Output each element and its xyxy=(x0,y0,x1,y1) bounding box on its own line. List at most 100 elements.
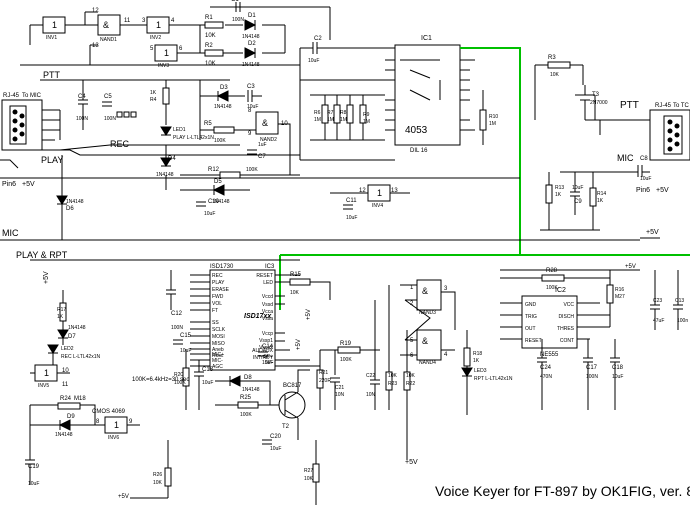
inv5-gate: 1 INV5 10 11 xyxy=(34,364,69,389)
svg-text:1N4148: 1N4148 xyxy=(212,199,230,205)
svg-text:R8: R8 xyxy=(340,110,347,116)
svg-text:NAND2: NAND2 xyxy=(260,137,277,143)
svg-text:C8: C8 xyxy=(640,156,648,162)
c11-capacitor: C11 10uF xyxy=(343,198,357,221)
nand3-gate: & NAND3 1 2 3 xyxy=(410,279,448,316)
svg-text:+5V: +5V xyxy=(625,264,636,270)
pin-label: LED xyxy=(263,280,273,286)
svg-text:D7: D7 xyxy=(68,334,76,340)
t2-transistor: BC817 T2 xyxy=(278,383,306,430)
svg-text:M27: M27 xyxy=(615,294,625,300)
svg-text:+5V: +5V xyxy=(22,181,35,188)
svg-text:&: & xyxy=(103,20,109,30)
d4-diode: D4 1N4148 xyxy=(156,156,176,178)
svg-text:LED1: LED1 xyxy=(173,127,186,133)
svg-text:220R: 220R xyxy=(319,378,331,384)
svg-text:10K: 10K xyxy=(388,373,398,379)
svg-text:1: 1 xyxy=(44,368,49,378)
svg-text:C15: C15 xyxy=(180,333,192,339)
svg-text:R7: R7 xyxy=(327,110,334,116)
d8-diode: D8 1N4148 xyxy=(228,375,260,393)
svg-text:To TC: To TC xyxy=(673,103,690,109)
svg-text:1N4148: 1N4148 xyxy=(242,387,260,393)
svg-text:13: 13 xyxy=(391,188,398,194)
r25-resistor: R25 100K xyxy=(237,395,259,418)
pin-label: Aneb xyxy=(212,347,224,353)
svg-text:M18: M18 xyxy=(74,396,86,402)
svg-text:C11: C11 xyxy=(346,198,357,204)
r22-resistor: 10K R22 xyxy=(403,371,416,391)
pin-label: VOL xyxy=(212,301,222,307)
svg-text:R18: R18 xyxy=(473,351,482,357)
pin-label: REC xyxy=(212,273,223,279)
svg-text:1K: 1K xyxy=(150,90,157,96)
svg-text:4053: 4053 xyxy=(405,125,428,136)
inv4-gate: 1 INV4 12 13 xyxy=(359,184,398,209)
svg-text:R1: R1 xyxy=(205,15,213,21)
svg-text:LED3: LED3 xyxy=(474,368,487,374)
svg-text:C23: C23 xyxy=(653,298,662,304)
r19-resistor: R19 100K xyxy=(337,341,361,363)
svg-text:12: 12 xyxy=(359,188,366,194)
svg-text:1M: 1M xyxy=(489,121,496,127)
svg-text:1: 1 xyxy=(52,20,57,30)
pin-label: Vcca xyxy=(262,309,273,315)
c16-capacitor: C16 10uF xyxy=(194,367,214,386)
svg-text:3: 3 xyxy=(142,18,146,24)
svg-text:INV4: INV4 xyxy=(372,203,383,209)
pin-label: Vssa xyxy=(262,316,273,322)
svg-text:R17: R17 xyxy=(57,307,66,313)
inv2-gate: 1 INV2 3 4 xyxy=(142,16,175,41)
c3-capacitor: C3 10uF xyxy=(247,84,262,110)
nand4-gate: & NAND4 5 6 4 xyxy=(410,329,448,366)
schematic-title: Voice Keyer for FT-897 by OK1FIG, ver. 8 xyxy=(435,483,690,499)
svg-text:1: 1 xyxy=(114,420,119,430)
svg-text:INV5: INV5 xyxy=(38,383,49,389)
pin-label: Vssp2 xyxy=(259,345,273,351)
svg-text:10K: 10K xyxy=(550,72,560,78)
inv6-gate: 1 INV6 8 9 CMOS 4069 xyxy=(92,409,133,441)
svg-text:IC1: IC1 xyxy=(421,35,432,42)
rj45-tc-connector: RJ-45 To TC Pin6 +5V xyxy=(636,103,690,194)
svg-text:1M: 1M xyxy=(363,119,370,125)
svg-text:ISD1730: ISD1730 xyxy=(210,264,234,270)
svg-text:INV6: INV6 xyxy=(108,435,119,441)
svg-text:1: 1 xyxy=(156,20,161,30)
d3-diode: D3 1N4148 xyxy=(214,85,232,110)
c14-capacitor: C14 10uF xyxy=(258,344,274,366)
svg-text:100N: 100N xyxy=(104,116,116,122)
svg-text:C18: C18 xyxy=(612,365,624,371)
svg-text:100N: 100N xyxy=(76,116,88,122)
svg-text:10uF: 10uF xyxy=(572,185,583,191)
pin-label: PLAY xyxy=(212,280,225,286)
r4-resistor: 1K R4 xyxy=(150,87,170,105)
svg-text:DIL 16: DIL 16 xyxy=(410,148,428,154)
svg-text:100N: 100N xyxy=(586,374,598,380)
c18-capacitor: C18 10uF xyxy=(610,339,624,410)
svg-text:10K: 10K xyxy=(304,476,314,482)
c8-capacitor: C8 10uF xyxy=(637,156,651,182)
svg-text:C14: C14 xyxy=(262,344,274,350)
svg-text:10uF: 10uF xyxy=(28,481,39,487)
d6-diode: 1N4148 D6 xyxy=(56,195,84,212)
pin-label: GND xyxy=(525,302,537,308)
r18-resistor: R18 1K xyxy=(463,347,482,367)
d9-diode: D9 1N4148 xyxy=(55,414,75,438)
svg-text:C13: C13 xyxy=(675,298,684,304)
r26-resistor: R26 10K xyxy=(153,467,172,487)
svg-text:10uF: 10uF xyxy=(346,215,357,221)
svg-text:2: 2 xyxy=(410,301,414,307)
svg-text:100K: 100K xyxy=(214,138,226,144)
svg-text:10K: 10K xyxy=(406,373,416,379)
svg-text:RJ-45: RJ-45 xyxy=(3,93,20,99)
pin-label: RESET xyxy=(525,338,542,344)
svg-text:10uF: 10uF xyxy=(247,104,258,110)
pin-label: DISCH xyxy=(558,314,574,320)
pin-label: MISO xyxy=(212,341,225,347)
svg-text:R14: R14 xyxy=(597,191,606,197)
rosc-note: 100K=6.4kHz=30 sec xyxy=(132,377,189,383)
net-mic-right: MIC xyxy=(617,153,634,163)
